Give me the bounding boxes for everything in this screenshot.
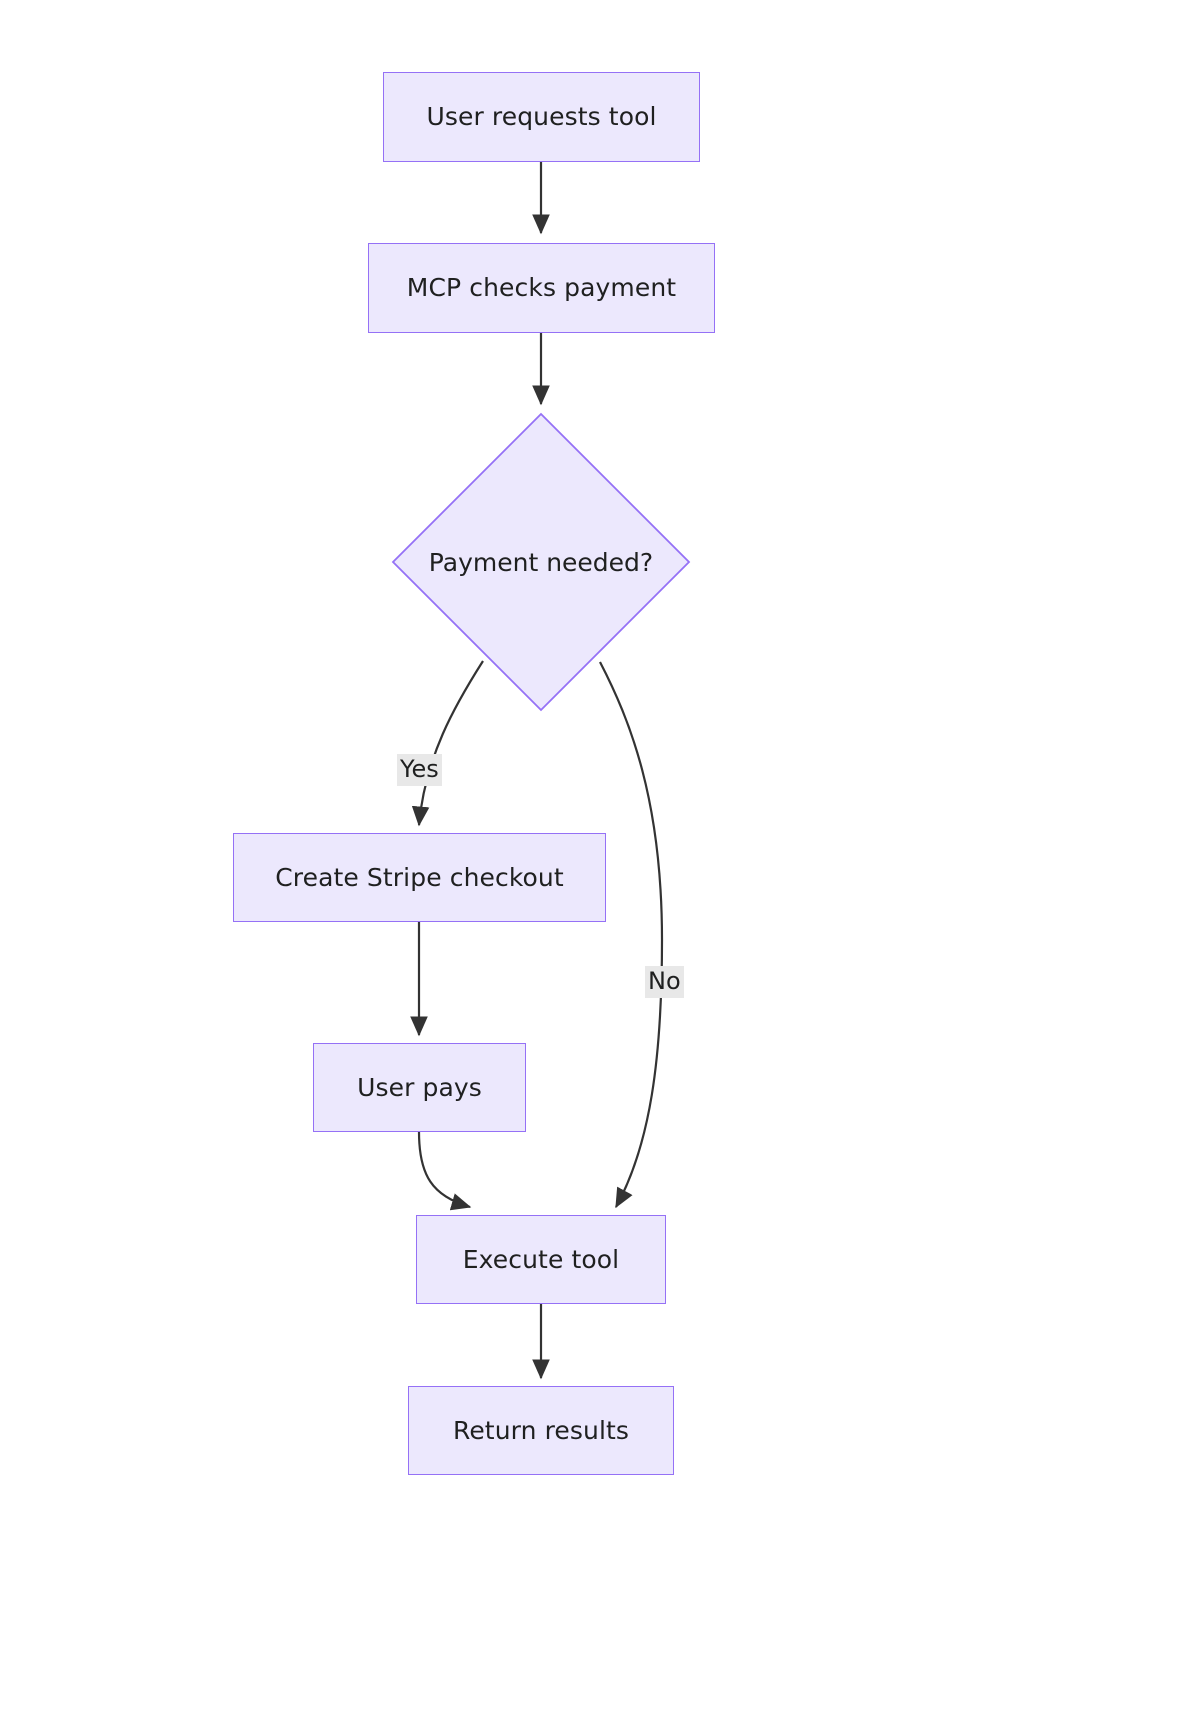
node-label-execute-tool: Execute tool: [462, 1244, 620, 1274]
node-label-return-results: Return results: [452, 1415, 630, 1445]
node-label-user-pays: User pays: [357, 1072, 482, 1102]
node-execute-tool[interactable]: Execute tool: [416, 1215, 666, 1304]
node-user-pays[interactable]: User pays: [313, 1043, 526, 1132]
node-payment-needed[interactable]: Payment needed?: [391, 412, 691, 712]
node-label-create-stripe-checkout: Create Stripe checkout: [275, 862, 564, 892]
node-mcp-checks-payment[interactable]: MCP checks payment: [368, 243, 715, 333]
node-label-payment-needed: Payment needed?: [428, 547, 654, 577]
edge-label-no: No: [645, 966, 684, 998]
node-label-mcp-checks-payment: MCP checks payment: [406, 273, 677, 303]
edge-label-yes: Yes: [397, 754, 442, 786]
edge-payment-needed-to-execute-tool: [599, 661, 664, 1209]
node-user-requests-tool[interactable]: User requests tool: [383, 72, 700, 162]
node-label-user-requests-tool: User requests tool: [426, 102, 657, 132]
edge-payment-needed-to-create-checkout: [411, 660, 484, 827]
node-return-results[interactable]: Return results: [408, 1386, 674, 1475]
node-create-stripe-checkout[interactable]: Create Stripe checkout: [233, 833, 606, 922]
edge-user-pays-to-execute-tool: [417, 1131, 472, 1211]
diamond-shape: [391, 412, 691, 712]
